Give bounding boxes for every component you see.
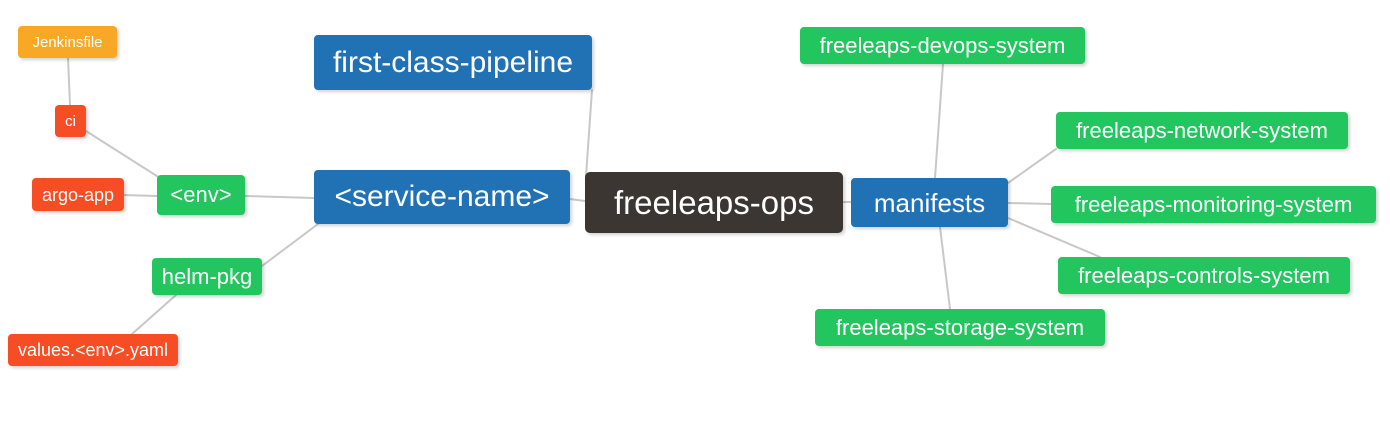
mindmap-node-helm-pkg[interactable]: helm-pkg (152, 258, 262, 295)
mindmap-node-ci[interactable]: ci (55, 105, 86, 137)
mindmap-node-first-class-pipeline[interactable]: first-class-pipeline (314, 35, 592, 90)
edge-root-to-service-name (569, 198, 586, 202)
edge-ci-to-jenkinsfile (67, 57, 71, 106)
edge-manifests-to-freeleaps-storage-system (939, 226, 951, 310)
edge-manifests-to-freeleaps-monitoring-system (1007, 202, 1052, 205)
edge-manifests-to-freeleaps-controls-system (1007, 217, 1101, 258)
mindmap-node-freeleaps-controls-system[interactable]: freeleaps-controls-system (1058, 257, 1350, 294)
mindmap-node-freeleaps-devops-system[interactable]: freeleaps-devops-system (800, 27, 1085, 64)
mindmap-node-service-name[interactable]: <service-name> (314, 170, 570, 224)
edge-manifests-to-freeleaps-network-system (1007, 148, 1057, 184)
mindmap-node-env[interactable]: <env> (157, 175, 245, 215)
edge-root-to-first-class-pipeline (585, 89, 593, 177)
mindmap-node-freeleaps-monitoring-system[interactable]: freeleaps-monitoring-system (1051, 186, 1376, 223)
mindmap-node-root[interactable]: freeleaps-ops (585, 172, 843, 233)
mindmap-node-freeleaps-storage-system[interactable]: freeleaps-storage-system (815, 309, 1105, 346)
edge-helm-pkg-to-values-yaml (131, 294, 177, 335)
mindmap-node-jenkinsfile[interactable]: Jenkinsfile (18, 26, 117, 58)
mindmap-node-manifests[interactable]: manifests (851, 178, 1008, 227)
edge-service-name-to-helm-pkg (261, 223, 319, 267)
edge-service-name-to-env (244, 195, 315, 199)
mindmap-node-freeleaps-network-system[interactable]: freeleaps-network-system (1056, 112, 1348, 149)
edge-env-to-argo-app (123, 194, 158, 197)
edge-manifests-to-freeleaps-devops-system (934, 63, 944, 179)
mindmap-node-argo-app[interactable]: argo-app (32, 178, 124, 211)
edge-env-to-ci (85, 130, 161, 179)
mindmap-node-values-yaml[interactable]: values.<env>.yaml (8, 334, 178, 366)
